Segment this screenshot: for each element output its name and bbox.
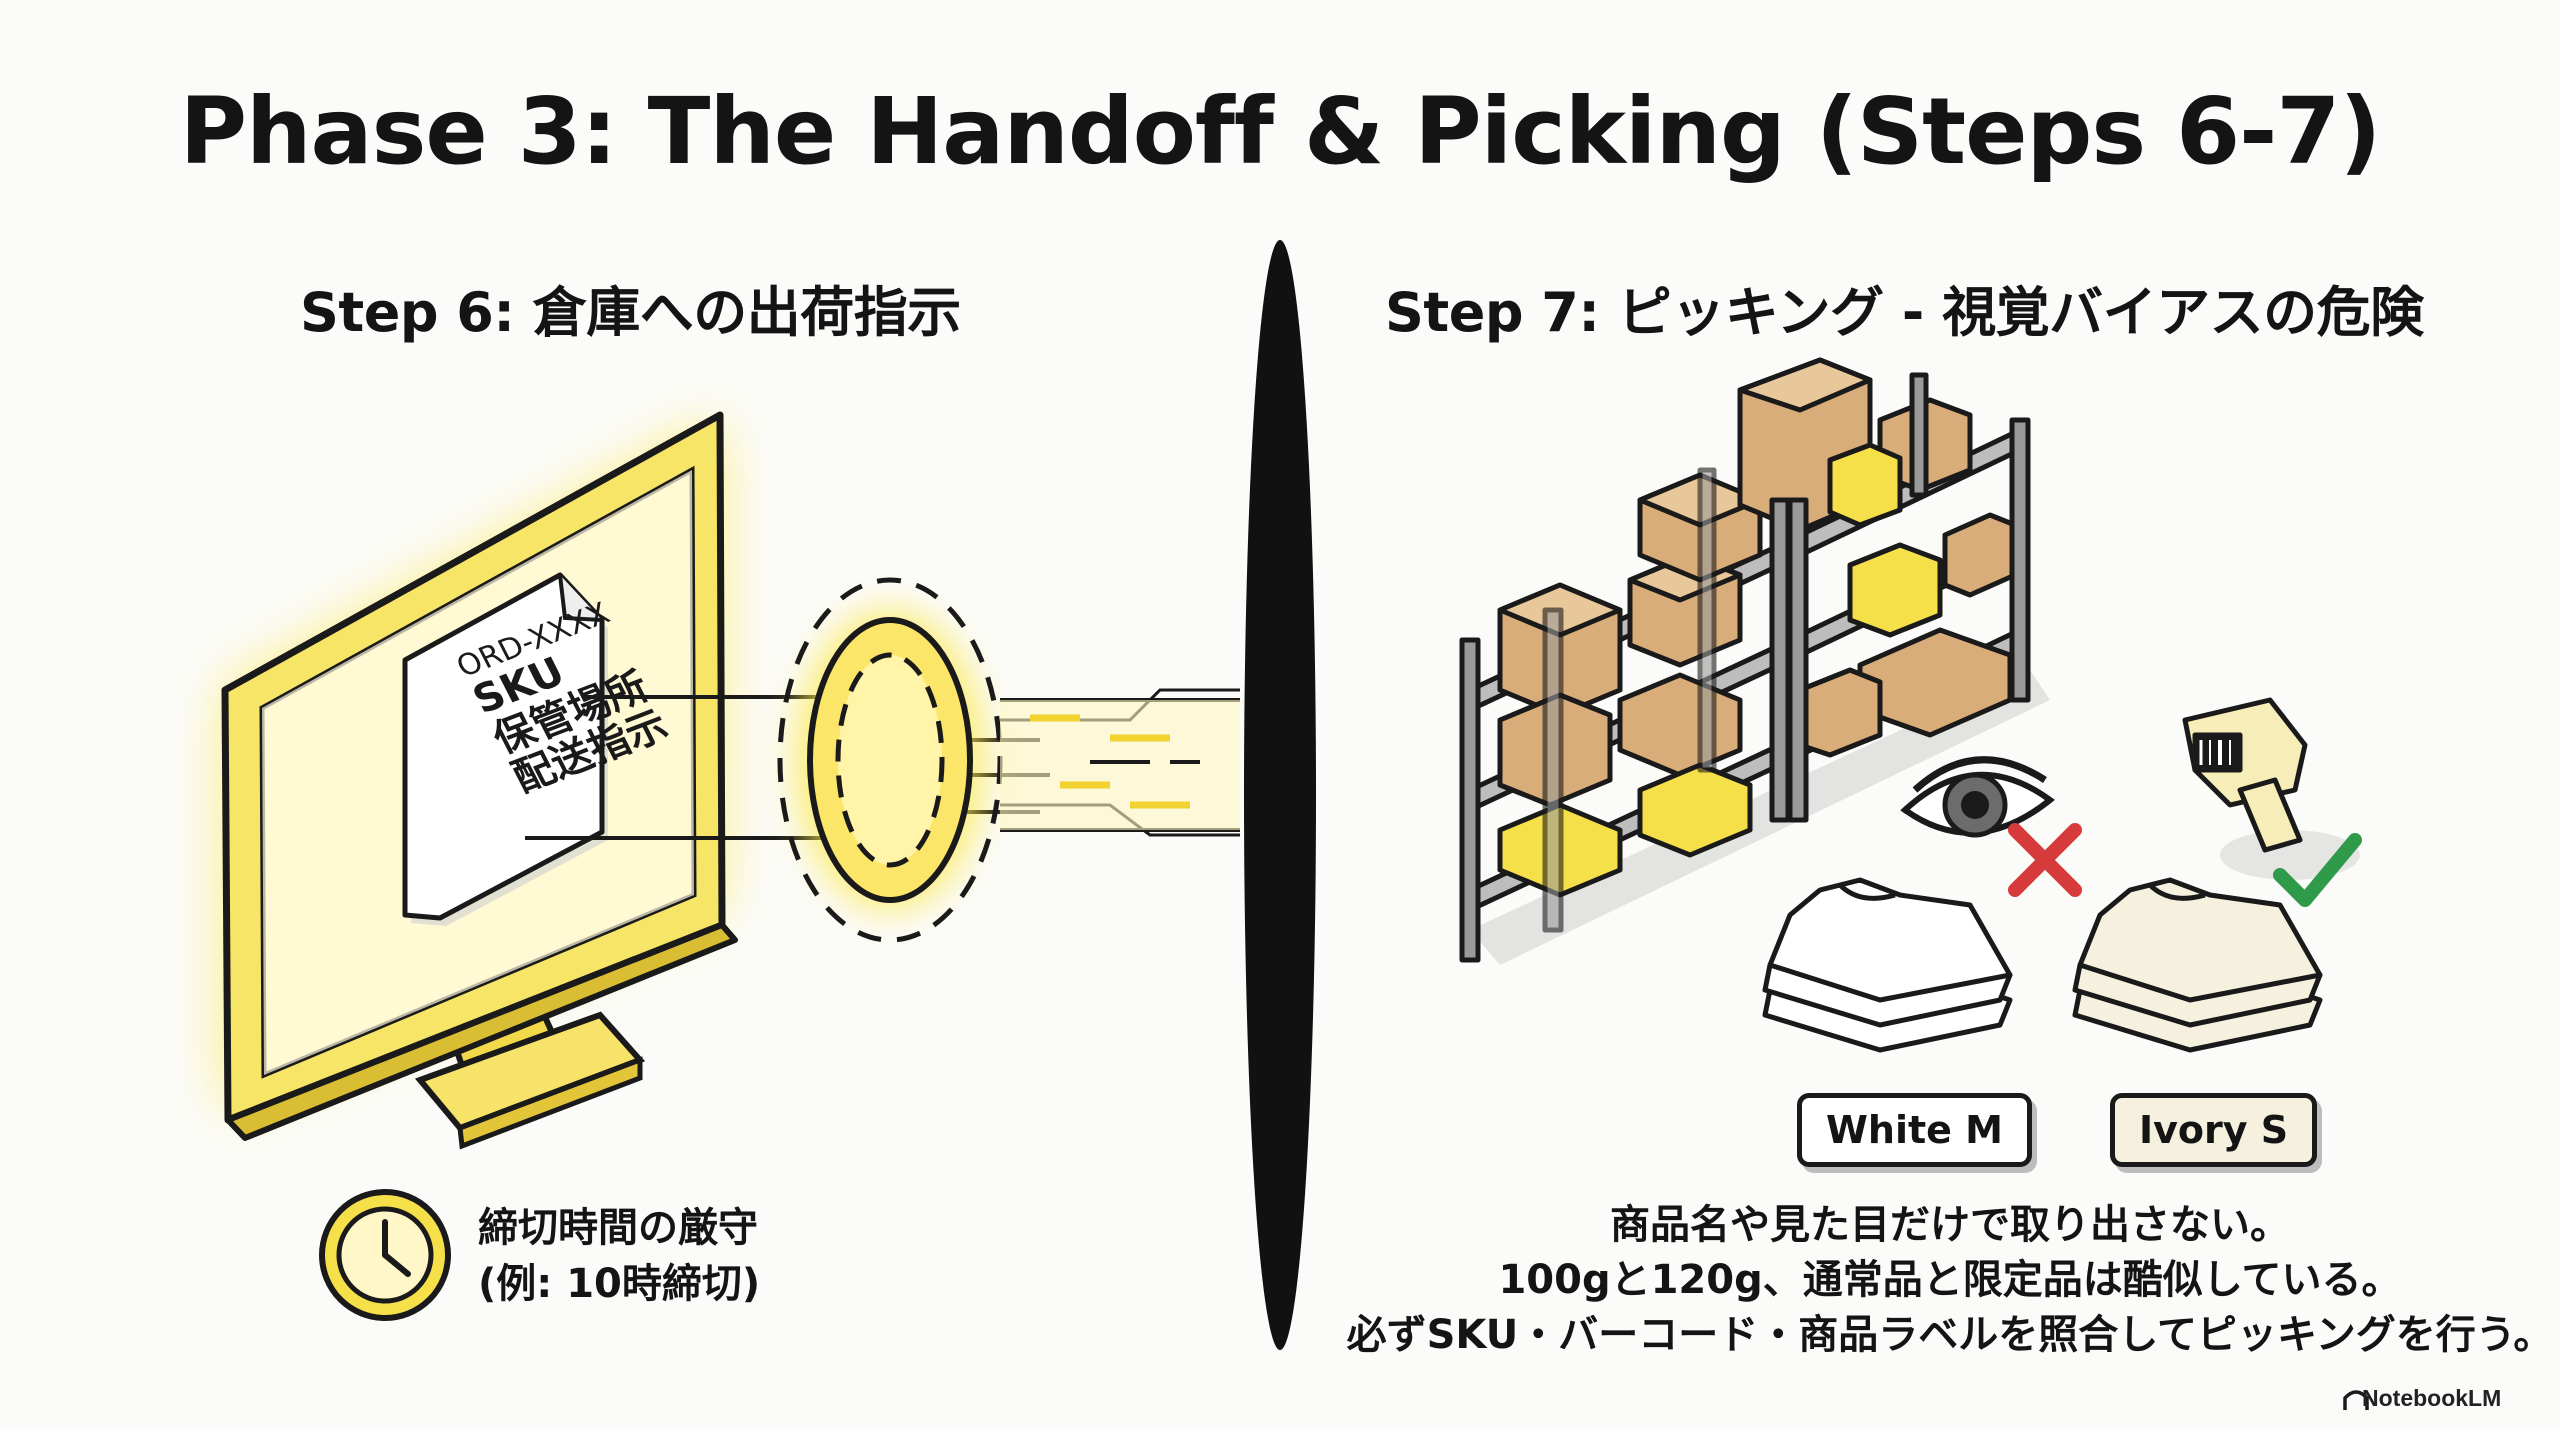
notebooklm-logo-icon <box>2343 1390 2369 1410</box>
stream-tube <box>1000 688 1240 837</box>
deadline-note: 締切時間の厳守 (例: 10時締切) <box>478 1200 760 1312</box>
page-title: Phase 3: The Handoff & Picking (Steps 6-… <box>179 78 2382 185</box>
step7-title: Step 7: ピッキング - 視覚バイアスの危険 <box>1385 281 2424 344</box>
document-icon <box>402 572 608 926</box>
clock-icon <box>319 1189 451 1321</box>
scanner-icon <box>2182 697 2360 880</box>
deadline-example: (例: 10時締切) <box>478 1261 761 1307</box>
brand-watermark: NotebookLM <box>2362 1385 2501 1412</box>
warning-line: 必ずSKU・バーコード・商品ラベルを照合してピッキングを行う。 <box>1346 1312 2554 1359</box>
warning-line: 商品名や見た目だけで取り出さない。 <box>1610 1202 2290 1248</box>
shelf-icon <box>1459 357 2050 965</box>
brand-name: NotebookLM <box>2362 1385 2502 1411</box>
tshirt-icon <box>1762 877 2013 1053</box>
eye-icon <box>1900 756 2055 838</box>
divider <box>1244 240 1316 1350</box>
warning-line: 100gと120g、通常品と限定品は酷似している。 <box>1498 1257 2402 1304</box>
tshirt-icon <box>2072 877 2323 1053</box>
cross-icon <box>2008 823 2082 897</box>
step6-title: Step 6: 倉庫への出荷指示 <box>300 281 961 344</box>
label-ivory-s: Ivory S <box>2110 1093 2318 1167</box>
check-icon <box>2273 833 2362 907</box>
label-white-m: White M <box>1797 1093 2032 1167</box>
picking-warning: 商品名や見た目だけで取り出さない。 100gと120g、通常品と限定品は酷似して… <box>1320 1198 2560 1364</box>
deadline-label: 締切時間の厳守 <box>478 1205 758 1251</box>
portal-icon <box>777 577 1003 943</box>
